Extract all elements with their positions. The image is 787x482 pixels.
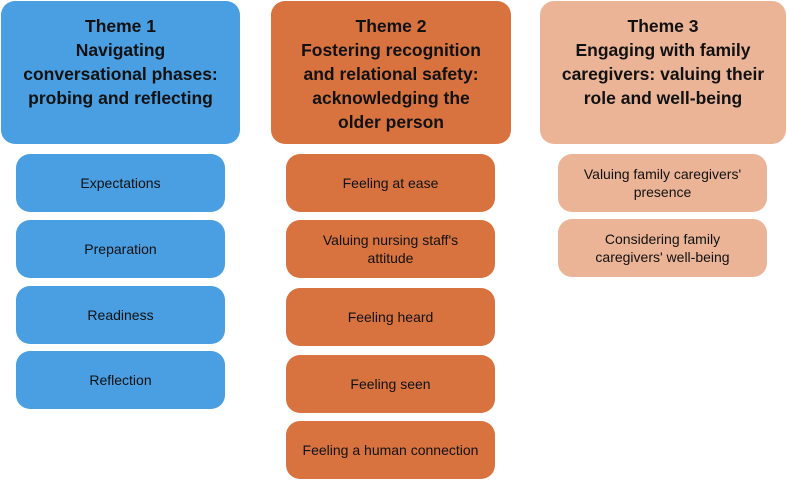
subtheme-label: Readiness (87, 307, 154, 323)
theme-1-title-line: conversational phases: (23, 64, 218, 84)
subtheme-reflection: Reflection (16, 351, 225, 409)
subtheme-label: Preparation (84, 241, 157, 257)
subtheme-valuing-family-caregivers-presence: Valuing family caregivers' presence (558, 154, 767, 212)
theme-3-box: Theme 3 Engaging with family caregivers:… (540, 1, 786, 144)
subtheme-readiness: Readiness (16, 286, 225, 344)
subtheme-label: Considering family (604, 231, 721, 247)
theme-2-title-line: older person (338, 112, 444, 132)
subtheme-label: attitude (367, 250, 414, 266)
subtheme-label: Feeling seen (350, 376, 431, 392)
theme-3-label: Theme 3 (627, 16, 699, 36)
subtheme-feeling-at-ease: Feeling at ease (286, 154, 495, 212)
theme-1-box: Theme 1 Navigating conversational phases… (1, 1, 240, 144)
theme-2-title-line: Fostering recognition (301, 40, 481, 60)
theme-1-title-line: probing and reflecting (28, 88, 213, 108)
subtheme-label: presence (633, 184, 692, 200)
subtheme-feeling-a-human-connection: Feeling a human connection (286, 421, 495, 479)
subtheme-considering-family-caregivers-well-being: Considering family caregivers' well-bein… (558, 219, 767, 277)
theme-1-title-line: Navigating (75, 40, 166, 60)
theme-3-title-line: caregivers: valuing their (561, 64, 765, 84)
theme-1-label: Theme 1 (85, 16, 156, 36)
theme-2-title-line: acknowledging the (312, 88, 470, 108)
subtheme-feeling-seen: Feeling seen (286, 355, 495, 413)
subtheme-label: Expectations (80, 175, 161, 191)
subtheme-expectations: Expectations (16, 154, 225, 212)
subtheme-label: Feeling heard (347, 309, 434, 325)
subtheme-valuing-nursing-staff-attitude: Valuing nursing staff's attitude (286, 220, 495, 278)
subtheme-feeling-heard: Feeling heard (286, 288, 495, 346)
subtheme-preparation: Preparation (16, 220, 225, 278)
subtheme-label: caregivers' well-being (595, 249, 730, 265)
theme-3-title-line: Engaging with family (575, 40, 751, 60)
theme-2-title-line: and relational safety: (303, 64, 479, 84)
subtheme-label: Valuing family caregivers' (583, 166, 742, 182)
theme-2-label: Theme 2 (355, 16, 427, 36)
theme-2-box: Theme 2 Fostering recognition and relati… (271, 1, 511, 144)
theme-3-title-line: role and well-being (583, 88, 743, 108)
subtheme-label: Feeling at ease (342, 175, 439, 191)
subtheme-label: Feeling a human connection (302, 442, 479, 458)
subtheme-label: Valuing nursing staff's (322, 232, 459, 248)
subtheme-label: Reflection (89, 372, 152, 388)
